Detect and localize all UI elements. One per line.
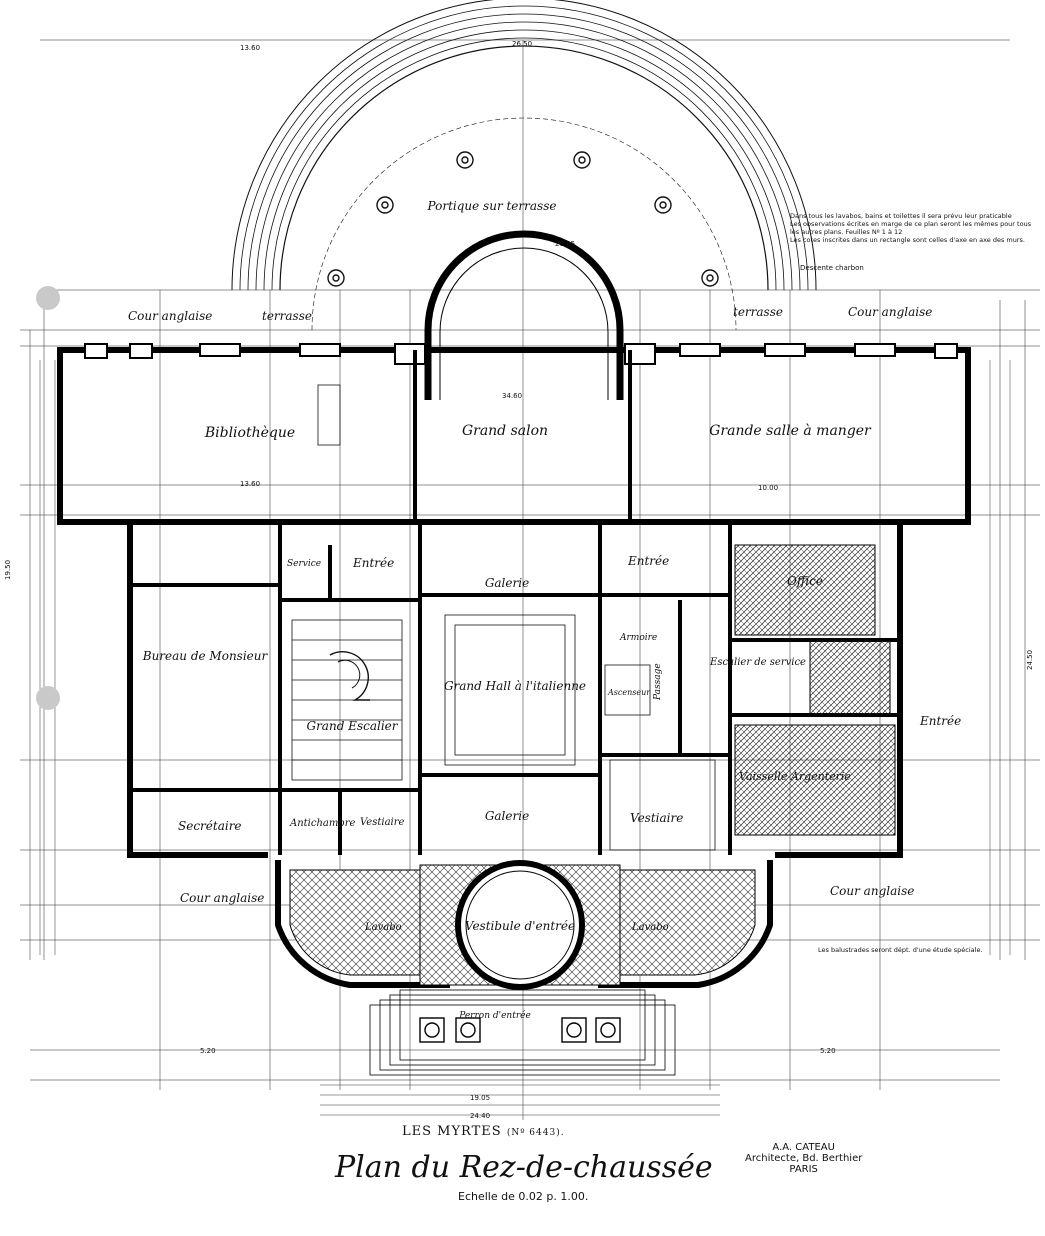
room-label-service: Service	[287, 559, 321, 569]
dim-left-total: 19.50	[4, 560, 12, 580]
dimension-labels: 26.50 13.60 20.85 34.60 13.60 10.00 19.5…	[4, 40, 1034, 1120]
dim-portique-width: 20.85	[555, 240, 575, 248]
architect-name: A.A. CATEAU	[772, 1142, 835, 1153]
room-label-vestibule: Vestibule d'entrée	[465, 919, 575, 933]
room-label-perron: Perron d'entrée	[458, 1010, 531, 1021]
room-label-terrasse-w: terrasse	[262, 309, 312, 323]
dim-bottom-1: 19.05	[470, 1094, 490, 1102]
hatched-areas	[734, 544, 896, 836]
plan-scale: Echelle de 0.02 p. 1.00.	[458, 1190, 589, 1203]
perron-columns	[419, 1017, 621, 1043]
room-label-grand-salon: Grand salon	[462, 423, 548, 439]
architect-city: PARIS	[789, 1164, 818, 1175]
room-label-escalier-service: Escalier de service	[709, 657, 806, 668]
room-label-entree-e: Entrée	[627, 554, 669, 568]
room-label-passage: Passage	[653, 663, 663, 701]
dim-lib-width: 13.60	[240, 480, 260, 488]
dim-side-5: 5.20	[200, 1047, 216, 1055]
punch-hole-top	[36, 286, 60, 310]
room-label-bibliotheque: Bibliothèque	[204, 425, 295, 441]
room-label-ascenseur: Ascenseur	[607, 688, 651, 697]
room-label-entree-e2: Entrée	[919, 714, 961, 728]
room-label-vaisselle: Vaisselle Argenterie	[739, 770, 851, 783]
note-line-1: Dans tous les lavabos, bains et toilette…	[790, 212, 1012, 220]
plan-title: Plan du Rez-de-chaussée	[335, 1150, 713, 1185]
room-label-secretaire: Secrétaire	[178, 819, 242, 833]
room-label-lavabo-e: Lavabo	[631, 922, 669, 933]
dim-salle-width: 10.00	[758, 484, 778, 492]
estate-ref: (Nº 6443).	[506, 1128, 565, 1138]
room-label-cour-anglaise-ne: Cour anglaise	[848, 305, 932, 319]
note-line-3: Les cotes inscrites dans un rectangle so…	[790, 236, 1025, 244]
room-label-portique: Portique sur terrasse	[427, 199, 557, 213]
room-label-grand-hall: Grand Hall à l'italienne	[444, 679, 586, 693]
room-label-entree-w: Entrée	[352, 556, 394, 570]
room-label-cour-anglaise-se: Cour anglaise	[830, 884, 914, 898]
note-balustrades: Les balustrades seront dépt. d'une étude…	[818, 946, 983, 954]
room-label-armoire: Armoire	[619, 633, 657, 643]
dim-salon-width: 34.60	[502, 392, 522, 400]
dim-right-total: 24.50	[1026, 650, 1034, 670]
vestibule-rotunda	[455, 860, 585, 990]
margin-notes: Descente charbon	[800, 264, 864, 272]
room-label-cour-anglaise-nw: Cour anglaise	[128, 309, 212, 323]
dim-top-total: 26.50	[512, 40, 532, 48]
room-label-antichambre: Antichambre	[289, 818, 356, 829]
punch-hole-bottom	[36, 686, 60, 710]
architect-stamp: A.A. CATEAU Architecte, Bd. Berthier PAR…	[745, 1142, 862, 1175]
notes-block: Dans tous les lavabos, bains et toilette…	[790, 212, 1040, 244]
room-label-office: Office	[787, 574, 823, 588]
room-labels: Portique sur terrasse Bibliothèque Grand…	[128, 199, 961, 1021]
estate-title: LES MYRTES	[402, 1124, 502, 1139]
room-label-galerie-n: Galerie	[485, 576, 529, 590]
interior-thin-lines	[291, 384, 716, 851]
dimension-ticks	[39, 360, 1011, 1116]
note-descente: Descente charbon	[800, 264, 864, 272]
architect-address: Architecte, Bd. Berthier	[745, 1153, 863, 1164]
portico-steps	[231, 0, 817, 331]
dim-top-left: 13.60	[240, 44, 260, 52]
perron-steps	[369, 989, 676, 1076]
exterior-walls	[57, 347, 971, 988]
room-label-terrasse-e: terrasse	[733, 305, 783, 319]
dim-bottom-2: 24.40	[470, 1112, 490, 1120]
room-label-vestiaire-w: Vestiaire	[360, 817, 405, 828]
grand-salon-apse	[424, 230, 624, 400]
note-line-2: Les observations écrites en marge de ce …	[790, 220, 1032, 236]
estate-name: LES MYRTES (Nº 6443).	[402, 1124, 565, 1139]
room-label-galerie-s: Galerie	[485, 809, 529, 823]
room-label-lavabo-w: Lavabo	[364, 922, 402, 933]
room-label-grand-escalier: Grand Escalier	[306, 719, 398, 733]
facade-piers	[84, 343, 958, 365]
dim-side-6: 5.20	[820, 1047, 836, 1055]
room-label-cour-anglaise-sw: Cour anglaise	[180, 891, 264, 905]
portico-columns	[327, 151, 719, 287]
room-label-grande-salle: Grande salle à manger	[709, 423, 872, 439]
room-label-bureau: Bureau de Monsieur	[142, 649, 269, 663]
room-label-vestiaire-e: Vestiaire	[630, 811, 683, 825]
